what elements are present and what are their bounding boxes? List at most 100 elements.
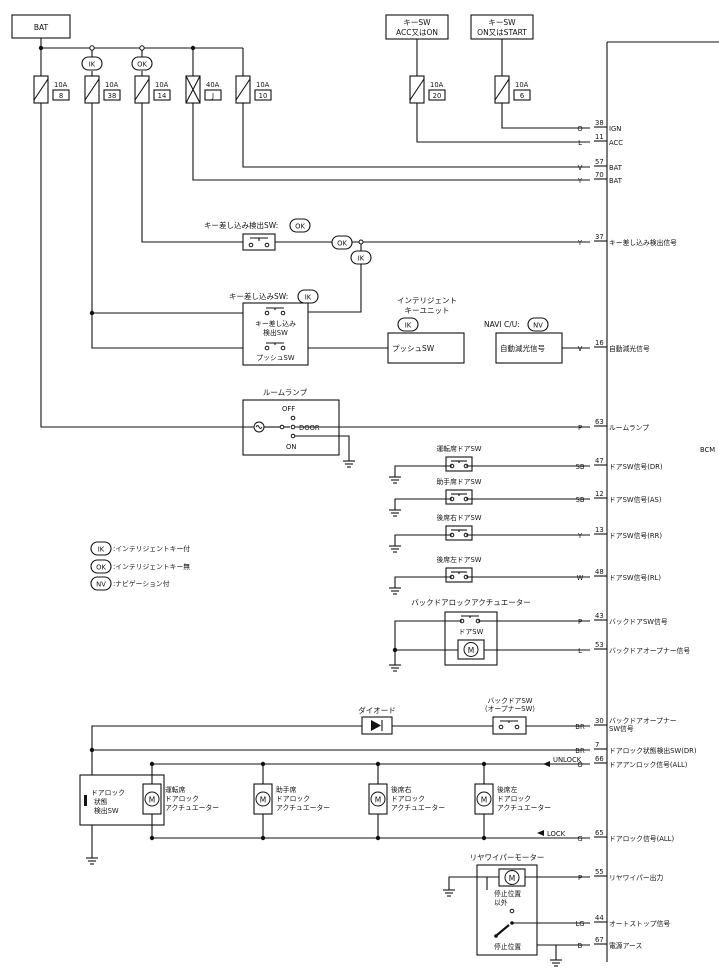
ground-lock-state [86, 857, 98, 865]
wire-color-70: Y [577, 177, 583, 185]
ok-tag-inline: OK [331, 235, 353, 250]
lamp-off-label: OFF [282, 405, 295, 413]
wire-color-63: P [578, 424, 582, 432]
key-sw-ik-label: キー差し込みSW: [229, 291, 288, 301]
ik-tag-bus: IK [81, 56, 103, 71]
wire-acc [416, 103, 590, 143]
lamp-door-label: DOOR [299, 424, 320, 432]
pin-signal-37: キー差し込み検出信号 [609, 238, 677, 247]
wire-color-66: O [577, 761, 582, 769]
key-insert-detect-switch [242, 233, 276, 251]
junction-backdoor [392, 647, 398, 653]
bcm-label: BCM [700, 446, 715, 454]
wire-room-lamp-ground [295, 435, 350, 461]
pin-number-44: 44 [595, 914, 604, 922]
bat-label: BAT [34, 23, 49, 32]
wire-color-67: B [578, 942, 583, 950]
backdoor-actuator-label: バックドアロックアクチュエーター [411, 598, 531, 607]
actuator-motor-glyph-dr: M [149, 796, 155, 805]
svg-text:NV: NV [533, 322, 543, 330]
ground-rear-wiper [443, 889, 455, 897]
pin-signal-55: リヤワイパー出力 [609, 873, 663, 882]
pin-signal-7: ドアロック状態検出SW(DR) [609, 746, 697, 755]
door-sw-label: ドアSW [459, 628, 484, 636]
legend-tag-nv: NV [96, 581, 106, 589]
ground-backdoor [389, 664, 401, 672]
room-lamp-contacts [290, 415, 296, 439]
ikey-unit-box [387, 332, 465, 364]
svg-text:6: 6 [520, 92, 524, 100]
door-switch-as: 助手席ドアSW [389, 477, 590, 517]
pin-number-43: 43 [595, 612, 604, 620]
pin-number-47: 47 [595, 457, 604, 465]
spec-legend: IK :インテリジェントキー付 OK :インテリジェントキー無 NV :ナビゲーション付 [90, 541, 190, 591]
wire-color-11: L [578, 139, 582, 147]
ik-tag-key-sw: IK [297, 289, 319, 304]
key-sw-on-start-box [470, 14, 534, 40]
door-switch-dr: 運転席ドアSW [389, 444, 590, 484]
pin-signal-48: ドアSW信号(RL) [609, 573, 661, 582]
wire-ign [501, 103, 590, 129]
lock-arrow [537, 830, 544, 836]
lock-state-switch-mark [84, 795, 87, 806]
wire-color-16: V [578, 345, 583, 353]
pin-signal-70: BAT [609, 177, 623, 185]
pin-number-7: 7 [595, 741, 599, 749]
ok-tag-bus: OK [131, 56, 153, 71]
push-sw-label: プッシュSW [256, 354, 295, 362]
fuse-10: 10A 10 [235, 75, 272, 104]
svg-text:IK: IK [89, 61, 96, 69]
key-insert-detect-label-1: キー差し込み [255, 319, 296, 328]
fuse-8: 10A 8 [33, 75, 70, 104]
pin-signal-53: バックドアオープナー信号 [609, 646, 690, 655]
lock-state-label-2: 状態 [94, 797, 108, 806]
legend-text-ok: :インテリジェントキー無 [113, 562, 190, 571]
wire-color-47: SB [576, 463, 585, 471]
ok-tag-key-insert: OK [289, 218, 311, 233]
pin-signal-44: オートストップ信号 [609, 919, 670, 928]
legend-text-nv: :ナビゲーション付 [113, 579, 170, 588]
door-switch-label-as: 助手席ドアSW [436, 477, 481, 486]
key-sw-on-start-label-1: キーSW [488, 18, 516, 27]
ikey-unit-label-1: インテリジェント [397, 296, 457, 305]
stop-pos-label: 停止位置 [494, 942, 521, 951]
pin-signal-43: バックドアSW信号 [609, 617, 668, 626]
bcm-pin-list: O38IGNL11ACCV57BATY70BATY37キー差し込み検出信号V16… [575, 119, 697, 950]
wire-color-13: Y [577, 532, 583, 540]
navi-cu-box [495, 332, 563, 364]
svg-text:40A: 40A [206, 81, 220, 89]
svg-text:IK: IK [358, 255, 365, 263]
pin-number-16: 16 [595, 339, 604, 347]
legend-tag-ik: IK [98, 546, 105, 554]
actuator-label-1-rl: 後席左 [497, 785, 518, 794]
wire-color-44: LG [575, 920, 584, 928]
pin-number-12: 12 [595, 490, 604, 498]
svg-text:OK: OK [295, 223, 305, 231]
door-lock-actuators: M運転席ドアロックアクチュエーターM助手席ドアロックアクチュエーターM後席右ドア… [142, 761, 551, 841]
junction-open [358, 239, 364, 245]
legend-tag-ok: OK [96, 564, 106, 572]
pin-signal-66: ドアアンロック信号(ALL) [609, 760, 688, 769]
pin-signal-38: IGN [609, 125, 621, 133]
unlock-label: UNLOCK [553, 756, 582, 764]
legend-text-ik: :インテリジェントキー付 [113, 544, 190, 553]
key-sw-acc-on-box [385, 14, 449, 40]
pin-number-13: 13 [595, 526, 604, 534]
svg-text:8: 8 [59, 92, 63, 100]
fuse-6: 10A 6 [494, 39, 531, 104]
key-sw-on-start-label-2: ON又はSTART [477, 28, 527, 37]
pin-number-63: 63 [595, 418, 604, 426]
